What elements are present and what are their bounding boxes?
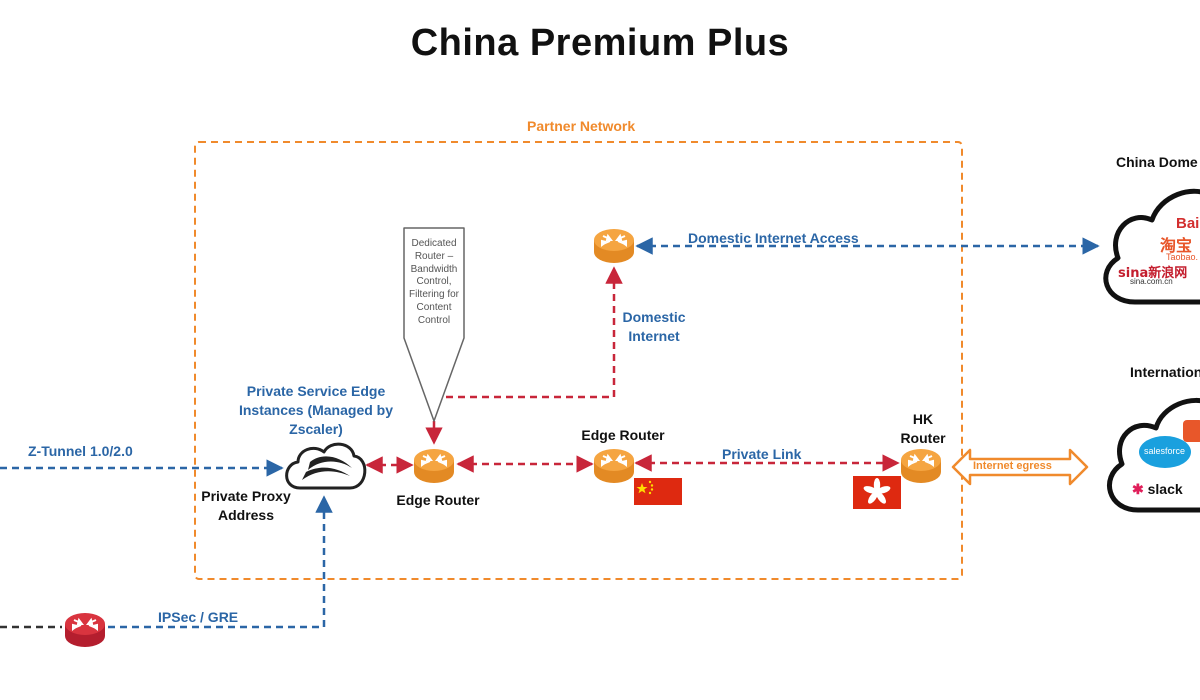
china-domestic-label: China Dome	[1116, 154, 1198, 170]
edge-router-label: Edge Router	[581, 427, 665, 443]
edge-router-label: Edge Router	[396, 492, 480, 508]
ipsec-gre-link	[108, 495, 333, 629]
router-icon	[900, 448, 942, 484]
router-icon	[64, 612, 106, 648]
domestic-internet-access-label: Domestic Internet Access	[688, 230, 859, 246]
hk-router-label: HK Router	[900, 411, 946, 446]
baidu-logo: Bai	[1176, 215, 1200, 232]
ipsec-gre-label: IPSec / GRE	[158, 609, 239, 625]
page-title: China Premium Plus	[410, 22, 790, 64]
hong-kong-flag-icon	[853, 476, 901, 509]
callout-shape	[403, 227, 465, 422]
zscaler-cloud-icon	[285, 442, 367, 490]
slack-logo: ✱ slack	[1132, 481, 1183, 497]
cloud-icon	[1106, 397, 1200, 513]
private-link-label: Private Link	[722, 446, 802, 462]
partner-network-boundary	[194, 141, 963, 580]
z-tunnel-label: Z-Tunnel 1.0/2.0	[28, 443, 133, 459]
router-icon	[593, 448, 635, 484]
sina-logo: sina新浪网	[1118, 266, 1188, 281]
partner-network-label: Partner Network	[527, 118, 636, 134]
taobao-logo: 淘宝	[1160, 236, 1193, 255]
taobao-text: Taobao.	[1166, 252, 1199, 262]
china-flag-icon	[634, 478, 682, 505]
private-proxy-label: Private Proxy Address	[201, 488, 291, 523]
cloud-icon	[1103, 188, 1200, 305]
sina-url: sina.com.cn	[1130, 277, 1173, 286]
domestic-internet-label: Domestic Internet	[622, 309, 686, 344]
international-label: Internation	[1130, 364, 1200, 380]
internet-egress-label: Internet egress	[973, 460, 1052, 472]
private-service-edge-label: Private Service Edge Instances (Managed …	[238, 383, 394, 437]
slack-text: slack	[1147, 481, 1183, 497]
router-icon	[413, 448, 455, 484]
internet-egress-arrow	[951, 448, 1089, 486]
router-icon	[593, 228, 635, 264]
salesforce-logo: salesforce	[1144, 446, 1186, 456]
callout-text: Dedicated Router – Bandwidth Control, Fi…	[408, 238, 459, 326]
domestic-internet-link	[434, 266, 623, 399]
